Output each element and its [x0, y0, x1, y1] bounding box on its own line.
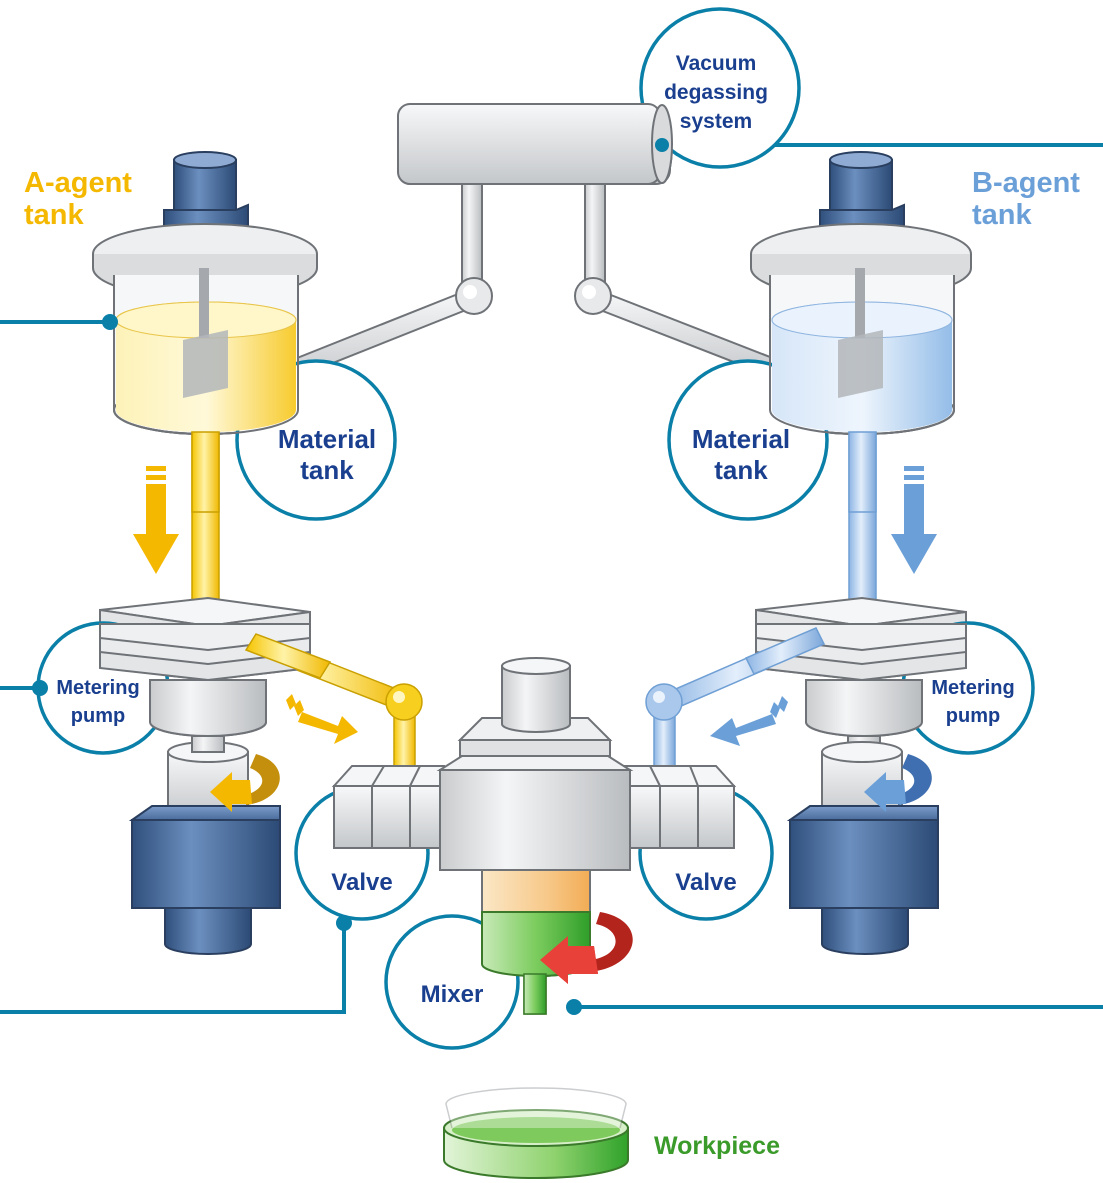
- material-tank-right-label-line2: tank: [714, 455, 768, 485]
- b-agent-side-arrow: [710, 696, 788, 746]
- b-agent-down-arrow: [891, 466, 937, 574]
- callout-line-valve: [0, 923, 346, 1014]
- valve-right-label: Valve: [675, 869, 736, 896]
- callout-dots: [32, 314, 582, 1015]
- metering-pump-right-label-line2: pump: [946, 705, 1000, 727]
- b-agent-tank-label-line1: B-agent: [972, 167, 1080, 199]
- a-agent-tank-label-line1: A-agent: [24, 167, 132, 199]
- bubble-vacuum: [639, 7, 801, 169]
- a-agent-side-arrow: [286, 694, 358, 744]
- vacuum-label-line3: system: [680, 110, 752, 133]
- vacuum-label-line1: Vacuum: [676, 52, 757, 75]
- metering-pump-right-label-line1: Metering: [931, 677, 1014, 699]
- callout-lines: [0, 143, 1103, 1014]
- a-agent-tank-label-line2: tank: [24, 199, 85, 231]
- material-tank-right-label-line1: Material: [692, 424, 790, 454]
- workpiece-dish: [443, 1087, 629, 1179]
- material-tank-left-label-line2: tank: [300, 455, 354, 485]
- labels: A-agent tank B-agent tank Vacuum degassi…: [24, 52, 1080, 1160]
- workpiece-label: Workpiece: [654, 1132, 780, 1160]
- valve-left-label: Valve: [331, 869, 392, 896]
- a-agent-down-arrow: [133, 466, 179, 574]
- material-tank-left-label-line1: Material: [278, 424, 376, 454]
- metering-pump-left-label-line2: pump: [71, 705, 125, 727]
- overlap-redraw: [99, 103, 967, 1015]
- vacuum-label-line2: degassing: [664, 81, 768, 104]
- mixer-label: Mixer: [421, 981, 484, 1008]
- metering-pump-left-label-line1: Metering: [56, 677, 139, 699]
- b-agent-tank-label-line2: tank: [972, 199, 1033, 231]
